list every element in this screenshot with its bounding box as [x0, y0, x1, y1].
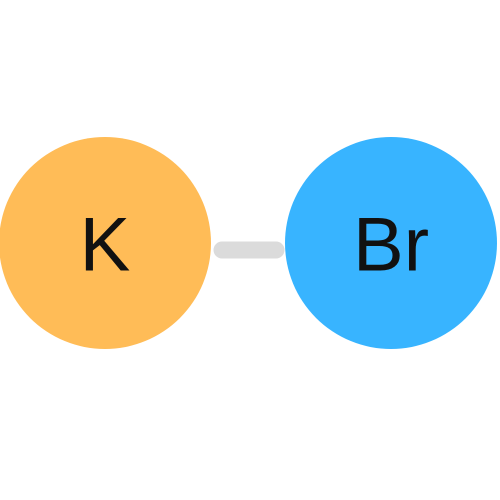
atom-k: K [0, 137, 211, 349]
atom-br: Br [285, 137, 497, 349]
atom-k-label: K [80, 203, 131, 288]
atom-k-circle [0, 137, 211, 349]
atom-br-circle [285, 137, 497, 349]
atom-br-label: Br [353, 203, 429, 288]
